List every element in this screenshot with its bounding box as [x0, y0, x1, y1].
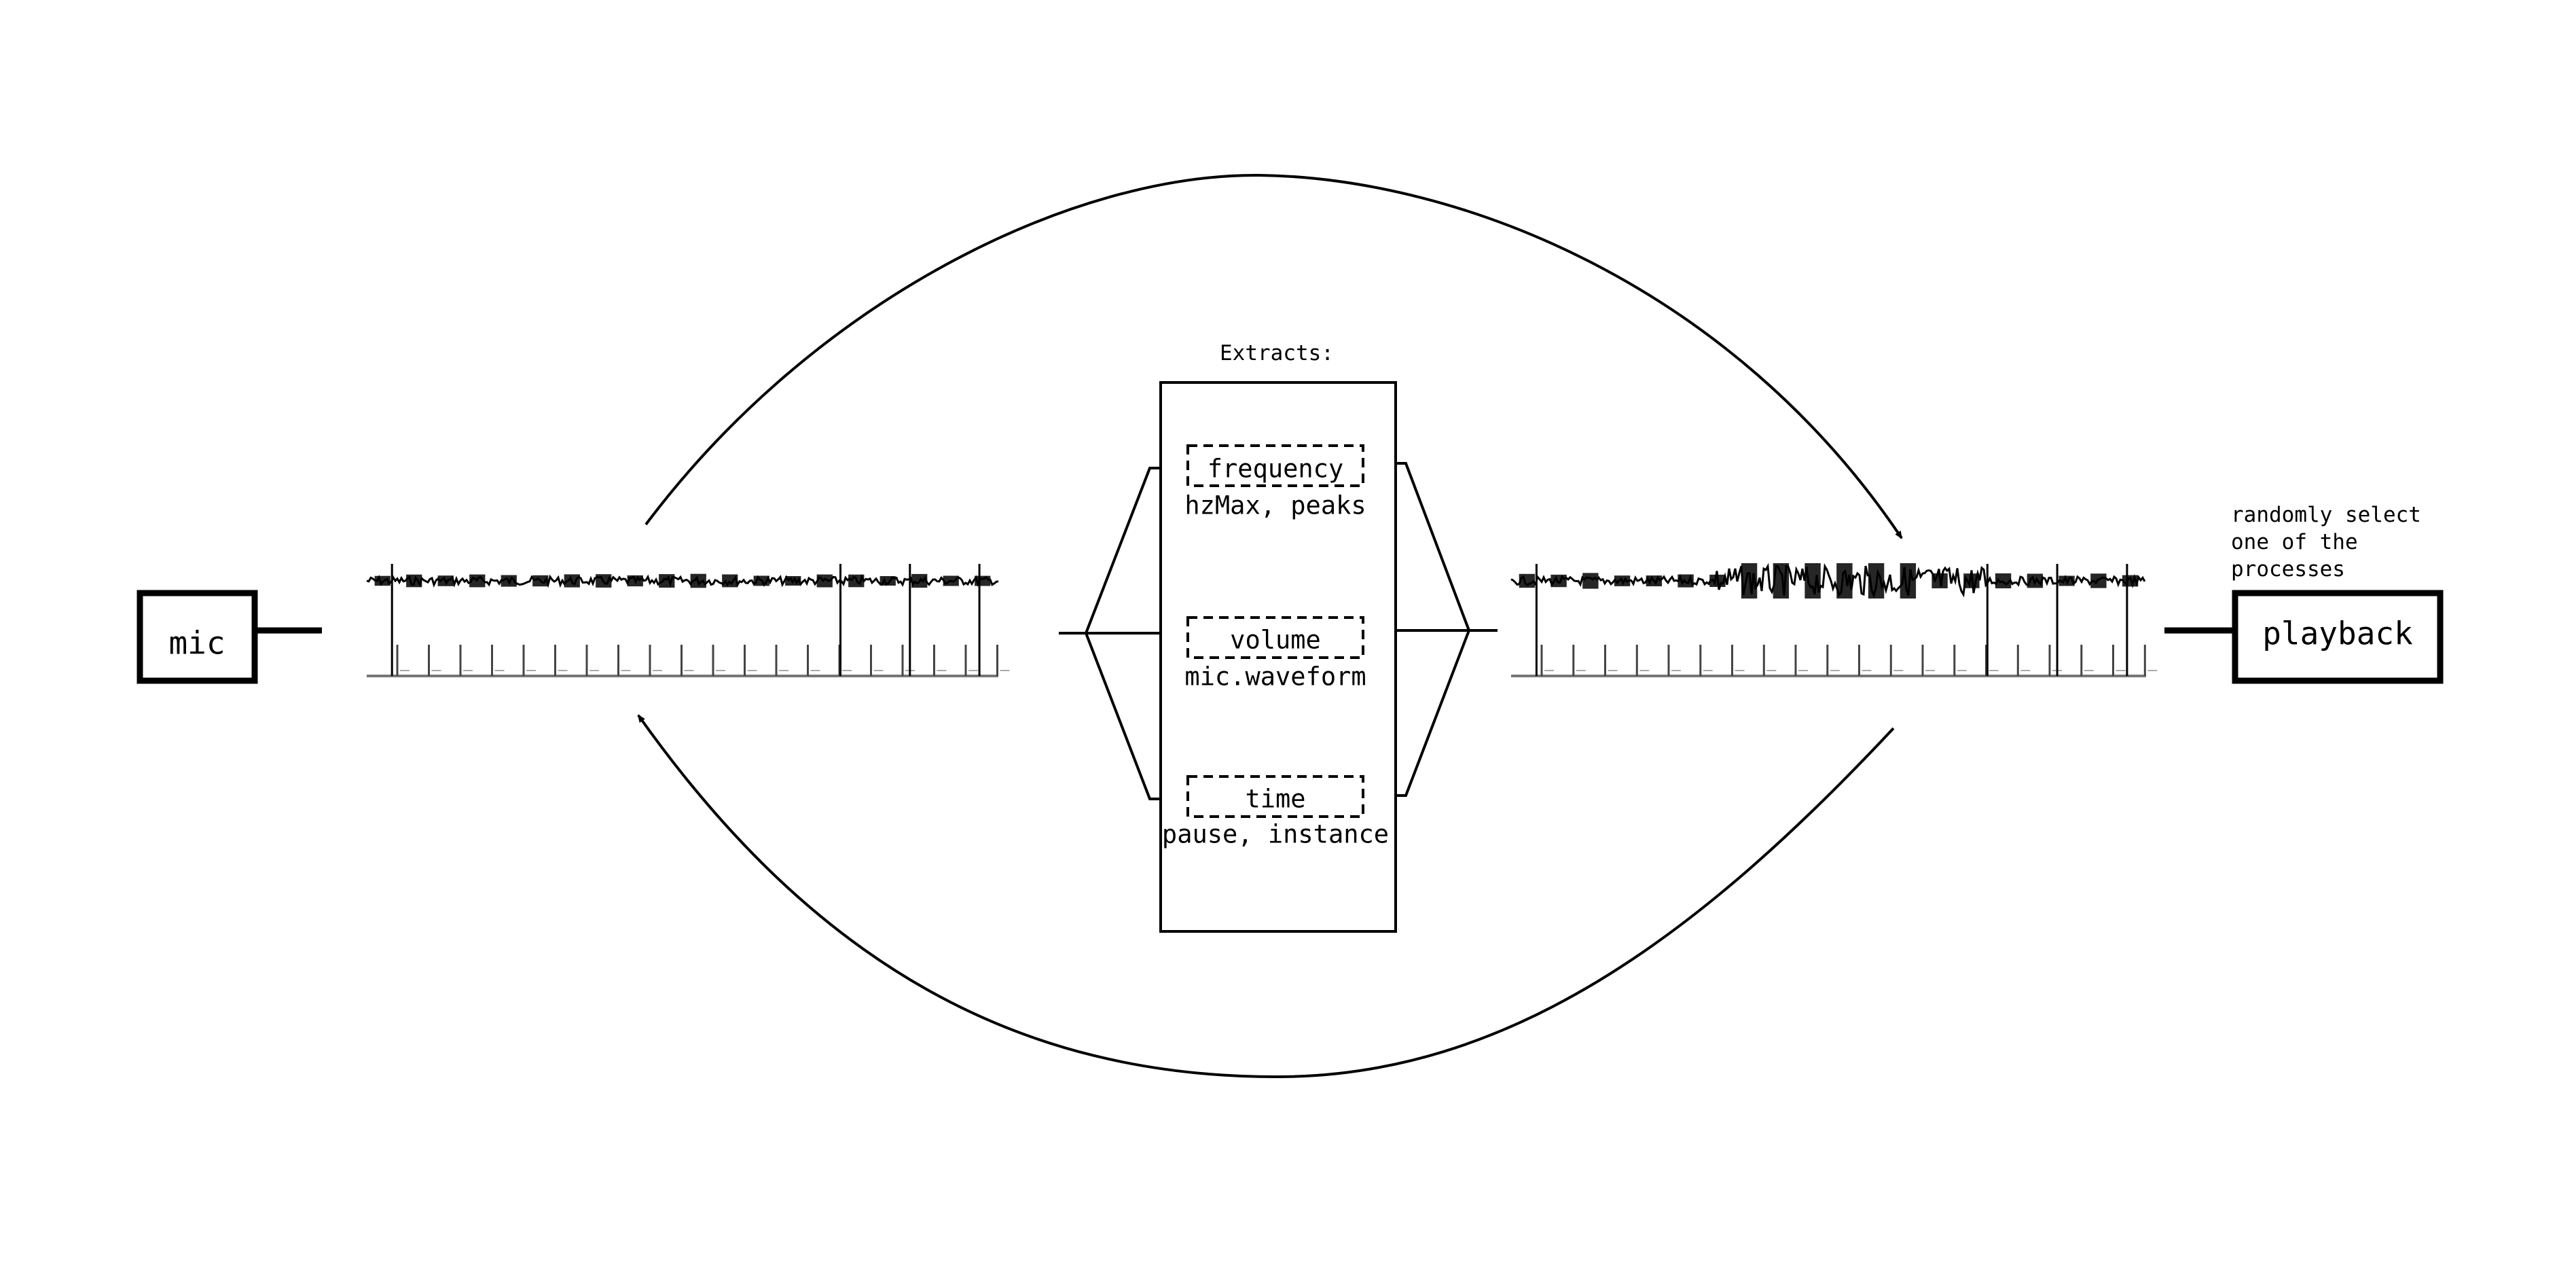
split-connector	[1059, 467, 1161, 800]
playback-label: playback	[2262, 615, 2413, 652]
playback-note: randomly select one of the processes	[2231, 503, 2421, 582]
feature-name: volume	[1230, 626, 1321, 655]
feature-detail: hzMax, peaks	[1184, 491, 1366, 520]
output-waveform	[1510, 563, 2158, 677]
bottom-flow-arrow	[637, 714, 1895, 1079]
feature-time: time pause, instance	[1162, 775, 1389, 849]
feature-frequency: frequency hzMax, peaks	[1184, 444, 1366, 520]
playback-node: playback	[2232, 590, 2444, 684]
mic-label: mic	[168, 625, 225, 662]
feature-detail: mic.waveform	[1184, 662, 1366, 692]
feature-detail: pause, instance	[1162, 820, 1389, 849]
feature-name: time	[1245, 785, 1305, 814]
feature-volume: volume mic.waveform	[1184, 616, 1366, 692]
mic-node: mic	[137, 590, 258, 684]
input-waveform	[366, 564, 1010, 677]
extractor-panel: Extracts: frequency hzMax, peaks volume …	[1159, 341, 1397, 933]
merge-connector	[1396, 462, 1498, 797]
extractor-heading: Extracts:	[1220, 341, 1334, 365]
top-flow-arrow	[645, 173, 1903, 539]
note-line: one of the	[2231, 530, 2358, 554]
note-line: processes	[2231, 557, 2345, 582]
feature-name: frequency	[1208, 454, 1343, 484]
note-line: randomly select	[2231, 503, 2421, 527]
